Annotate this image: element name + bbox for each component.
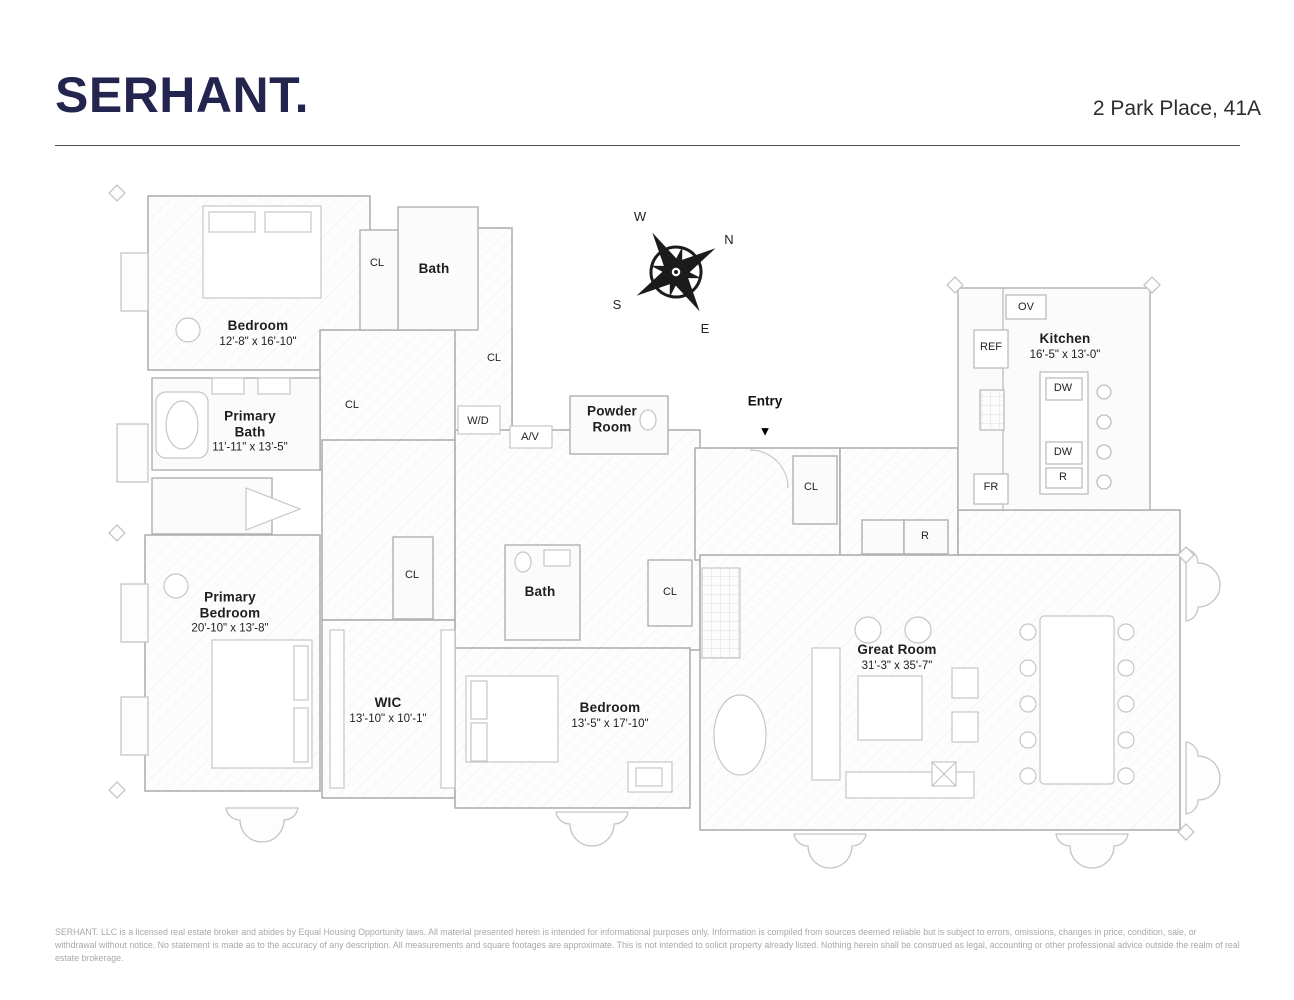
serhant-logo: SERHANT. (55, 67, 310, 123)
room-label-great-room: Great Room 31'-3" x 35'-7" (857, 642, 936, 672)
room-dims: 16'-5" x 13'-0" (1029, 348, 1101, 361)
room-label-bath-mid: Bath (525, 584, 556, 600)
room-label-primary-bath: Primary Bath 11'-11" x 13'-5" (212, 408, 287, 453)
furniture (155, 205, 1135, 799)
label-closet-2: CL (486, 352, 502, 364)
room-label-bedroom-bottom: Bedroom 13'-5" x 17'-10" (571, 700, 648, 730)
label-dishwasher-2: DW (1053, 446, 1073, 458)
room-dims: 31'-3" x 35'-7" (861, 659, 933, 672)
label-refrigerator: REF (980, 341, 1002, 353)
label-closet-4: CL (803, 481, 819, 493)
room-name: Bath (418, 261, 450, 277)
room-name: WIC (374, 695, 402, 711)
facade-ornaments (108, 184, 1221, 869)
header-divider (55, 145, 1240, 146)
label-closet-6: CL (662, 586, 678, 598)
room-dims: 12'-8" x 16'-10" (219, 335, 297, 348)
label-closet-1: CL (369, 257, 385, 269)
compass-rose-icon: W N S E (613, 209, 734, 336)
label-av-closet: A/V (521, 431, 539, 443)
label-washer-dryer: W/D (467, 415, 489, 427)
compass-south-label: S (613, 297, 622, 312)
label-range: R (1059, 471, 1067, 483)
kitchen-fixtures (973, 288, 1112, 510)
room-label-kitchen: Kitchen 16'-5" x 13'-0" (1030, 331, 1101, 361)
room-label-primary-bedroom: Primary Bedroom 20'-10" x 13'-8" (190, 589, 270, 634)
room-dims: 13'-5" x 17'-10" (571, 717, 649, 730)
room-name: Great Room (857, 642, 937, 658)
compass-east-label: E (701, 321, 710, 336)
label-refuse: R (921, 530, 929, 542)
room-name: Powder Room (587, 403, 637, 434)
room-label-wic: WIC 13'-10" x 10'-1" (349, 695, 426, 725)
room-name: Bath (524, 584, 556, 600)
room-name: Primary Bedroom (199, 589, 261, 620)
entry-label: Entry (747, 393, 783, 409)
label-dishwasher-1: DW (1053, 382, 1073, 394)
room-name: Kitchen (1039, 331, 1091, 347)
room-name: Bedroom (227, 318, 289, 334)
room-dims: 11'-11" x 13'-5" (212, 441, 288, 454)
room-label-bath-top: Bath (419, 261, 450, 277)
legal-disclaimer: SERHANT. LLC is a licensed real estate b… (55, 927, 1240, 963)
room-dims: 13'-10" x 10'-1" (349, 712, 427, 725)
label-freezer: FR (983, 481, 999, 493)
room-name: Primary Bath (224, 408, 276, 439)
room-label-bedroom-top: Bedroom 12'-8" x 16'-10" (219, 318, 296, 348)
entry-arrow-icon: ▼ (758, 423, 772, 439)
label-closet-3: CL (344, 399, 360, 411)
label-closet-5: CL (404, 569, 420, 581)
compass-north-label: N (724, 232, 733, 247)
room-dims: 20'-10" x 13'-8" (191, 622, 269, 635)
compass-west-label: W (634, 209, 647, 224)
room-label-powder-room: Powder Room (581, 403, 643, 434)
label-oven: OV (1018, 301, 1034, 313)
room-name: Bedroom (579, 700, 641, 716)
listing-address: 2 Park Place, 41A (1092, 97, 1261, 120)
